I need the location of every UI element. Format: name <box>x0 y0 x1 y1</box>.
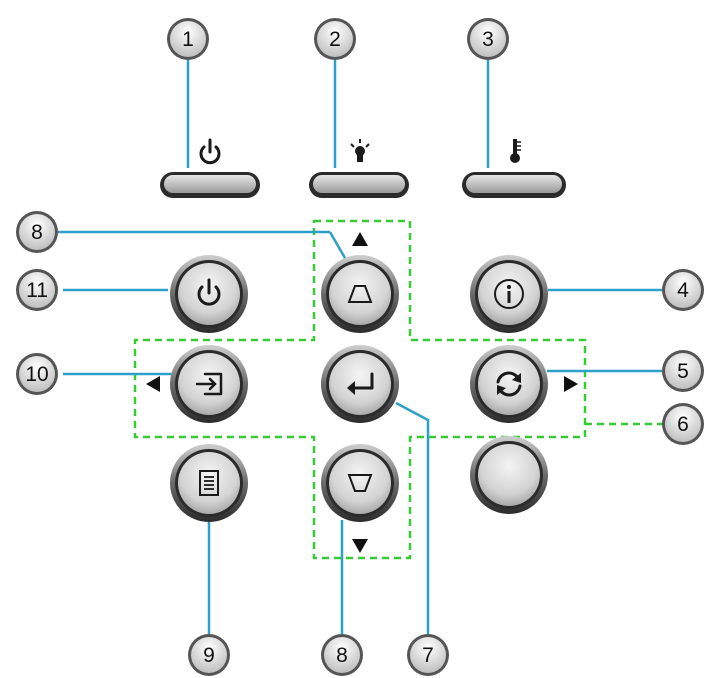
callout-10: 10 <box>16 353 58 395</box>
callout-6: 6 <box>662 403 704 445</box>
trapezoid-up-icon <box>347 285 373 303</box>
callout-8-bottom-label: 8 <box>336 644 348 667</box>
enter-button[interactable] <box>321 345 399 423</box>
callout-9-label: 9 <box>203 644 215 667</box>
callout-1: 1 <box>167 18 209 60</box>
leader-lines <box>58 60 662 651</box>
callout-1-label: 1 <box>182 28 194 51</box>
up-arrow-icon <box>352 232 368 246</box>
callout-2-label: 2 <box>329 28 341 51</box>
trapezoid-down-icon <box>347 474 373 492</box>
callout-9: 9 <box>188 634 230 676</box>
power-icon <box>199 138 221 165</box>
power-button[interactable] <box>170 255 248 333</box>
menu-button[interactable] <box>170 444 248 522</box>
resync-button[interactable] <box>470 345 548 423</box>
right-arrow-icon <box>564 376 578 392</box>
source-icon <box>195 372 223 396</box>
dpad-dashed-outline <box>133 219 587 560</box>
callout-11-label: 11 <box>26 279 48 302</box>
info-button[interactable] <box>470 255 548 333</box>
menu-icon <box>199 470 219 496</box>
resync-icon <box>496 371 522 397</box>
power-led <box>160 138 260 198</box>
callout-2: 2 <box>314 18 356 60</box>
callout-7: 7 <box>407 634 449 676</box>
power-icon <box>197 278 221 306</box>
temperature-led <box>462 139 566 198</box>
enter-icon <box>347 372 374 395</box>
callout-5-label: 5 <box>677 360 689 383</box>
callout-4: 4 <box>662 269 704 311</box>
lamp-led <box>309 139 409 198</box>
callout-8-top: 8 <box>16 211 58 253</box>
thermometer-icon <box>510 139 521 163</box>
callout-8-top-label: 8 <box>31 221 43 244</box>
blank-button[interactable] <box>470 436 548 514</box>
callout-3-label: 3 <box>482 28 494 51</box>
info-icon <box>494 279 524 309</box>
callout-10-label: 10 <box>25 363 48 386</box>
callout-3: 3 <box>467 18 509 60</box>
callout-5: 5 <box>662 350 704 392</box>
lamp-icon <box>350 139 370 162</box>
source-button[interactable] <box>170 345 248 423</box>
callout-11: 11 <box>16 269 58 311</box>
callout-6-label: 6 <box>677 413 689 436</box>
keystone-up-button[interactable] <box>321 255 399 333</box>
callout-8-bottom: 8 <box>321 634 363 676</box>
keystone-down-button[interactable] <box>321 444 399 522</box>
down-arrow-icon <box>352 539 368 553</box>
callout-4-label: 4 <box>677 279 689 302</box>
left-arrow-icon <box>146 376 160 392</box>
callout-7-label: 7 <box>422 644 434 667</box>
